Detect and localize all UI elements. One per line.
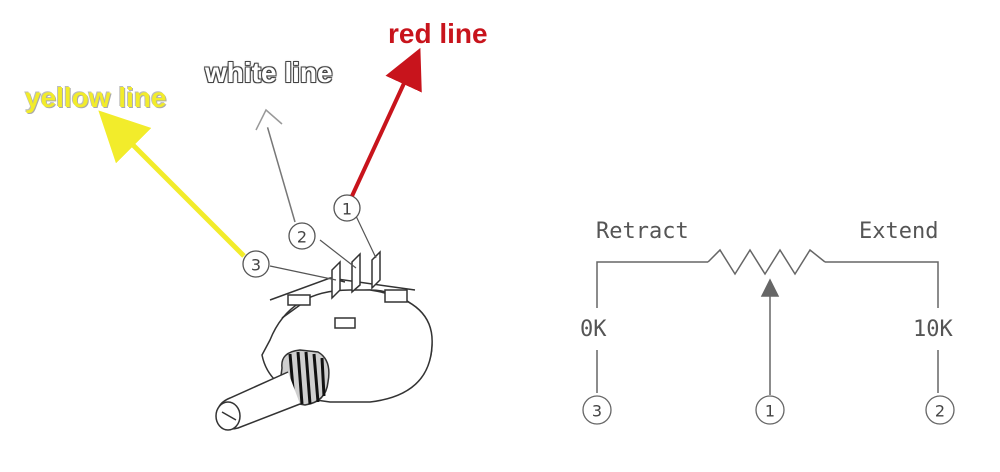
schematic-extend-label: Extend — [859, 219, 938, 244]
schematic-pin-1-label: 1 — [765, 402, 775, 421]
pin-circle-1: 1 — [333, 194, 361, 222]
yellow-line-label: yellow line — [25, 82, 167, 113]
schematic-right-value: 10K — [913, 317, 953, 342]
pin-circle-2-label: 2 — [297, 228, 307, 247]
potentiometer-illustration — [215, 250, 433, 431]
schematic-pin-2: 2 — [925, 395, 955, 425]
pin-leaders — [269, 215, 377, 281]
yellow-line-arrow — [98, 110, 246, 258]
pin-circle-2: 2 — [288, 222, 316, 250]
red-line-arrow — [350, 47, 422, 197]
schematic-pin-1: 1 — [755, 395, 785, 425]
pin-circle-1-label: 1 — [342, 200, 352, 219]
schematic-pin-3: 3 — [582, 395, 612, 425]
schematic-retract-label: Retract — [596, 219, 689, 244]
schematic-pin-2-label: 2 — [935, 402, 945, 421]
pin-circle-3-label: 3 — [251, 256, 261, 275]
white-line-label: white line — [205, 57, 333, 88]
schematic-left-value: 0K — [580, 317, 607, 342]
red-line-label: red line — [388, 18, 488, 49]
white-line-arrow — [255, 108, 296, 223]
pin-circle-3: 3 — [242, 250, 270, 278]
schematic — [596, 248, 939, 395]
schematic-pin-3-label: 3 — [592, 402, 602, 421]
